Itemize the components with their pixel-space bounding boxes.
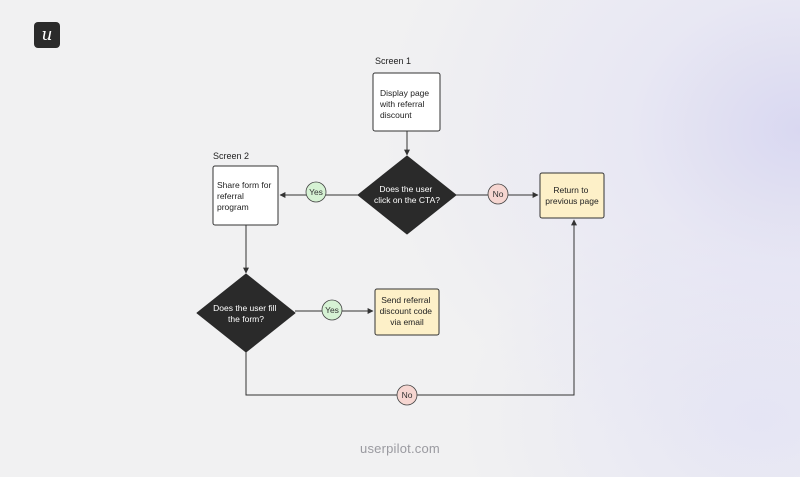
box-display-line-3: discount — [380, 110, 412, 120]
decision-form-line-2: the form? — [228, 314, 264, 324]
box-display-line-1: Display page — [380, 88, 429, 98]
screen2-label: Screen 2 — [213, 151, 249, 161]
pill-yes-cta: Yes — [305, 181, 327, 203]
box-return-line-1: Return to — [553, 185, 588, 195]
pill-yes-form: Yes — [321, 299, 343, 321]
box-display-page: Display page with referral discount — [372, 72, 441, 132]
pill-yes-form-label: Yes — [325, 305, 339, 315]
screen1-label: Screen 1 — [375, 56, 411, 66]
pill-no-cta-label: No — [493, 189, 504, 199]
box-share-line-2: referral — [217, 191, 244, 201]
box-share-form: Share form for referral program — [212, 165, 279, 226]
pill-no-cta: No — [487, 183, 509, 205]
box-send-referral: Send referral discount code via email — [374, 288, 440, 336]
svg-text:Share form for referral: Share form for referral program — [217, 180, 274, 212]
svg-text:Does the user click on t: Does the user click on the CTA? — [374, 184, 440, 205]
decision-cta-line-2: click on the CTA? — [374, 195, 440, 205]
svg-text:Return to previous page: Return to previous page — [545, 185, 599, 206]
decision-form-line-1: Does the user fill — [213, 303, 276, 313]
decision-cta: Does the user click on the CTA? — [357, 155, 457, 235]
box-share-line-1: Share form for — [217, 180, 271, 190]
decision-cta-line-1: Does the user — [379, 184, 432, 194]
box-return-line-2: previous page — [545, 196, 599, 206]
svg-text:Display page with referr: Display page with referral discount — [379, 88, 432, 120]
svg-text:Send referral discount c: Send referral discount code via email — [380, 295, 435, 327]
decision-fill-form: Does the user fill the form? — [196, 273, 296, 353]
box-send-line-1: Send referral — [381, 295, 430, 305]
pill-no-form-label: No — [402, 390, 413, 400]
box-share-line-3: program — [217, 202, 249, 212]
svg-text:Does the user fill the f: Does the user fill the form? — [213, 303, 279, 324]
box-send-line-3: via email — [390, 317, 424, 327]
footer-domain: userpilot.com — [360, 441, 440, 456]
box-send-line-2: discount code — [380, 306, 433, 316]
pill-yes-cta-label: Yes — [309, 187, 323, 197]
box-return-previous-page: Return to previous page — [539, 172, 605, 219]
box-display-line-2: with referral — [379, 99, 425, 109]
userpilot-logo: u — [34, 22, 60, 48]
pill-no-form: No — [396, 384, 418, 406]
